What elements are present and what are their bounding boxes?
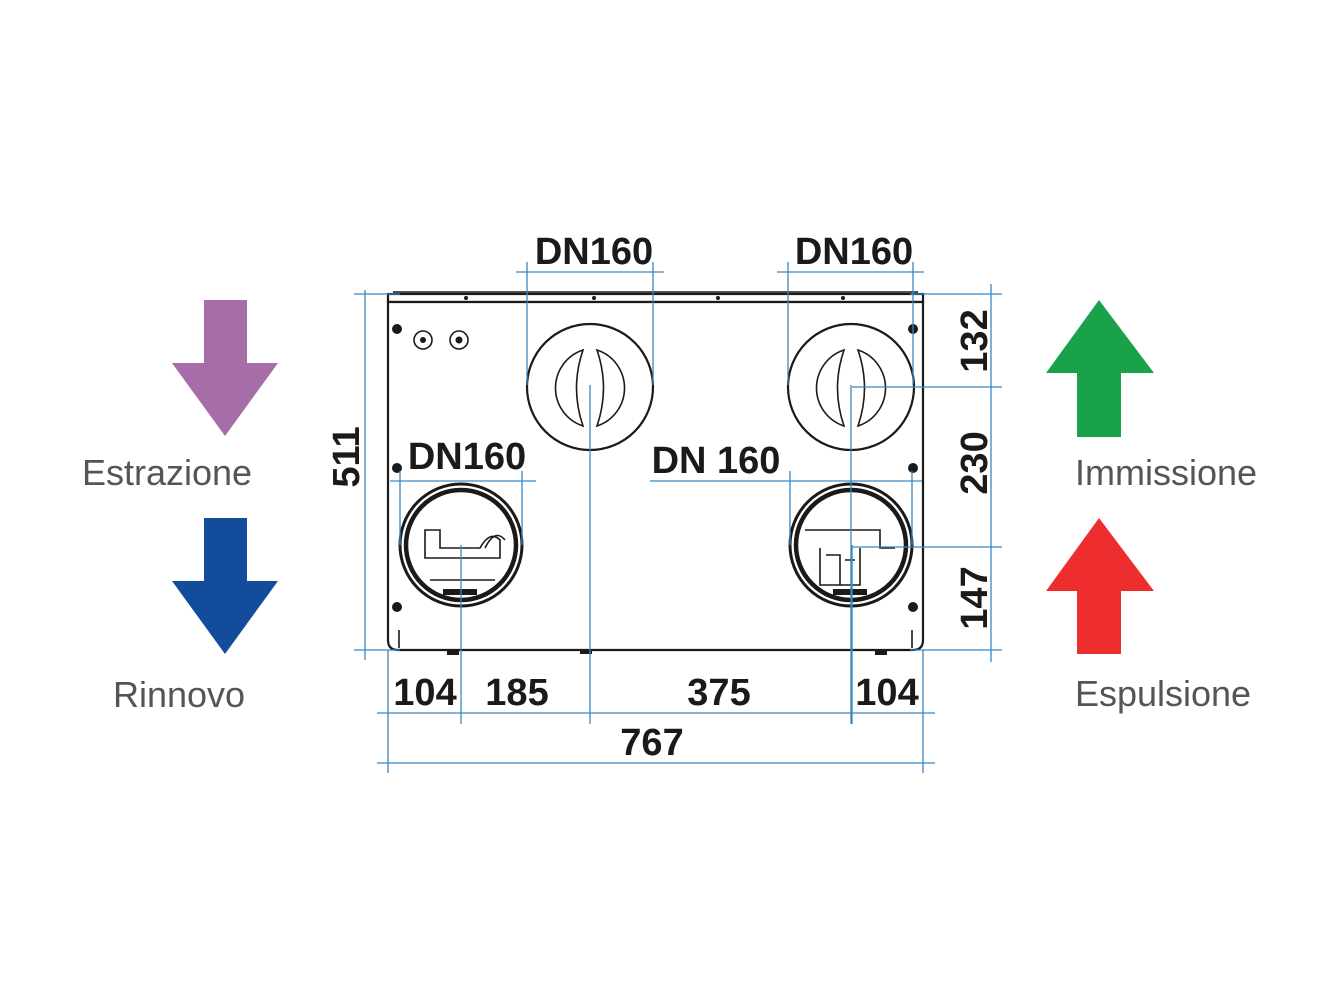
bottom-c-dimension: 375	[687, 672, 750, 714]
bottom-d-dimension: 104	[855, 672, 918, 714]
rinnovo-label: Rinnovo	[113, 674, 245, 715]
dimension-lines	[354, 262, 1002, 773]
width-total-dimension: 767	[620, 722, 683, 764]
rinnovo-arrow-icon	[172, 518, 278, 654]
bottom-b-dimension: 185	[485, 672, 548, 714]
top-right-duct-label: DN160	[795, 231, 913, 273]
bottom-a-dimension: 104	[393, 672, 456, 714]
immissione-arrow-icon	[1046, 300, 1154, 437]
immissione-label: Immissione	[1075, 452, 1257, 493]
estrazione-label: Estrazione	[82, 452, 252, 493]
top-left-duct-label: DN160	[535, 231, 653, 273]
espulsione-label: Espulsione	[1075, 673, 1251, 714]
right-bottom-dimension: 147	[954, 566, 996, 629]
height-total-dimension: 511	[326, 426, 368, 487]
bottom-left-duct-label: DN160	[408, 436, 526, 478]
right-middle-dimension: 230	[954, 431, 996, 494]
bottom-right-duct-label: DN 160	[652, 440, 781, 482]
connector-icons	[413, 330, 469, 350]
estrazione-arrow-icon	[172, 300, 278, 436]
right-top-dimension: 132	[954, 309, 996, 372]
screw-icons	[392, 324, 918, 612]
espulsione-arrow-icon	[1046, 518, 1154, 654]
